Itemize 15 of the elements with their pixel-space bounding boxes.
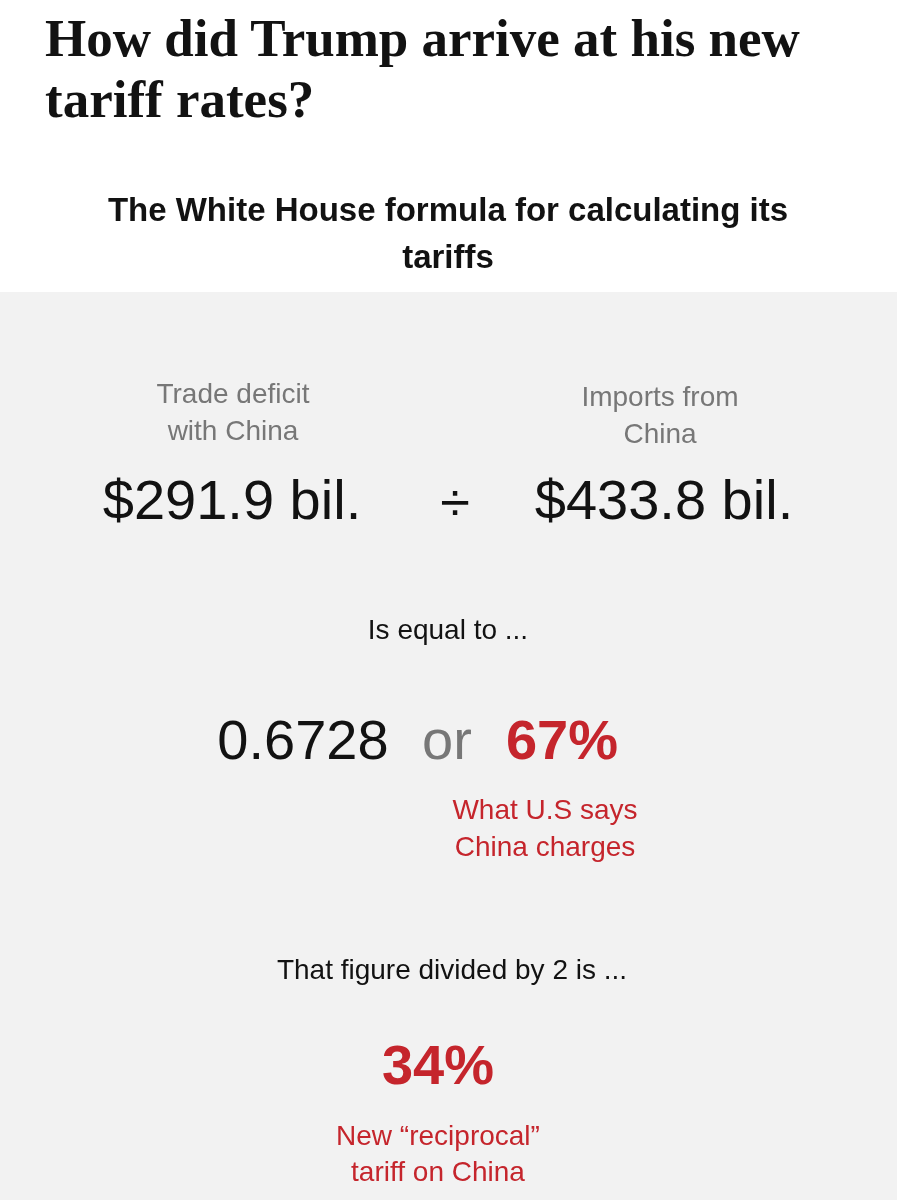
percentage-note: New “reciprocal” tariff on China: [335, 1119, 541, 1189]
amount-value: $291.9 bil.: [102, 468, 362, 532]
percentage-note: What U.S says China charges: [451, 793, 639, 864]
subheadline: The White House formula for calculating its tariffs: [106, 190, 790, 277]
headline: How did Trump arrive at his new tariff rates?: [45, 8, 801, 130]
amount-value: $433.8 bil.: [534, 468, 794, 532]
ratio-value: 0.6728: [217, 708, 389, 772]
step-text: Is equal to ...: [367, 613, 529, 647]
value-label: Trade deficit with China: [155, 377, 311, 448]
percentage-value: 34%: [381, 1033, 495, 1097]
connecting-word: or: [422, 708, 472, 772]
value-label: Imports from China: [580, 380, 740, 451]
step-text: That figure divided by 2 is ...: [276, 953, 628, 987]
percentage-value: 67%: [505, 708, 619, 772]
division-sign: ÷: [440, 471, 470, 534]
